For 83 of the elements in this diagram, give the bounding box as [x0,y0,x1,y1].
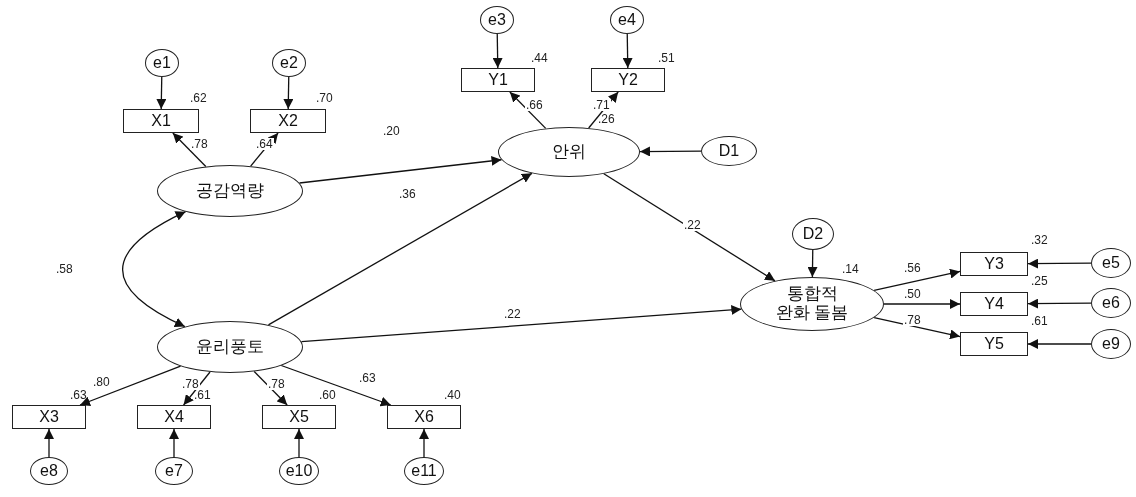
arrow [883,299,961,309]
edge-label: .80 [92,376,111,388]
r-squared-value: .62 [189,92,208,104]
arrow [280,364,392,407]
error-circle: e8 [30,457,68,485]
arrow [873,317,961,340]
edge-label: .78 [181,378,200,390]
arrow [294,428,304,458]
r-squared-value: .61 [193,389,212,401]
edge-label: .78 [267,378,286,390]
arrow [182,371,211,406]
r-squared-value: .70 [315,92,334,104]
error-circle: e10 [279,457,319,485]
error-circle: D2 [792,218,834,250]
r-squared-value: .63 [69,389,88,401]
arrow [169,428,179,458]
edge-label: .20 [382,125,401,137]
error-circle: D1 [701,136,757,166]
r-squared-value: .60 [318,389,337,401]
edge-label: .58 [55,263,74,275]
arrow [298,155,503,184]
edge-label: .36 [398,188,417,200]
r-squared-value: .25 [1030,275,1049,287]
error-circle: e4 [610,6,644,34]
error-circle: e6 [1091,288,1131,318]
edge-label: .50 [903,288,922,300]
r-squared-value: .40 [443,389,462,401]
r-squared-value: .61 [1030,315,1049,327]
edge-label: .56 [903,262,922,274]
indicator-box: Y1 [461,68,535,92]
error-circle: e9 [1091,329,1131,359]
r-squared-value: .51 [657,52,676,64]
arrow [873,268,961,291]
r-squared-value: .32 [1030,234,1049,246]
indicator-box: X2 [250,109,326,133]
indicator-box: X6 [387,405,461,429]
arrow [622,33,633,69]
edge-label: .22 [503,308,522,320]
r-squared-value: .26 [597,113,616,125]
edge-label: .22 [683,219,702,231]
edge-label: .64 [255,138,274,150]
indicator-box: X4 [137,405,211,429]
arrow [267,172,533,326]
arrow [283,76,294,110]
indicator-box: X1 [123,109,199,133]
edge-label: .71 [592,99,611,111]
arrow [121,211,187,328]
arrow [588,91,619,129]
arrow [79,365,182,407]
arrow [1027,258,1092,269]
arrow [300,304,742,343]
indicator-box: Y5 [960,332,1028,356]
indicator-box: X5 [262,405,336,429]
error-circle: e7 [155,457,193,485]
arrow [492,33,503,69]
arrow [419,428,429,458]
edge-label: .66 [525,99,544,111]
latent-ellipse: 공감역량 [157,165,303,217]
edge-label: .78 [190,138,209,150]
arrow [807,249,818,278]
error-circle: e1 [145,49,179,77]
arrow [1027,298,1092,309]
indicator-box: Y2 [591,68,665,92]
latent-ellipse: 안위 [498,127,640,177]
edge-label: .63 [358,372,377,384]
edge-label: .78 [903,314,922,326]
indicator-box: Y4 [960,292,1028,316]
arrow [639,146,702,157]
latent-ellipse: 윤리풍토 [157,321,303,373]
r-squared-value: .44 [530,52,549,64]
error-circle: e2 [272,49,306,77]
error-circle: e11 [404,457,444,485]
arrow [603,173,776,282]
error-circle: e3 [480,6,514,34]
arrow [250,132,279,167]
latent-ellipse: 통합적 완화 돌봄 [740,277,884,331]
indicator-box: Y3 [960,252,1028,276]
r-squared-value: .14 [841,263,860,275]
arrow [156,76,167,110]
indicator-box: X3 [12,405,86,429]
arrow [44,428,54,458]
error-circle: e5 [1091,248,1131,278]
arrow [1027,339,1092,349]
